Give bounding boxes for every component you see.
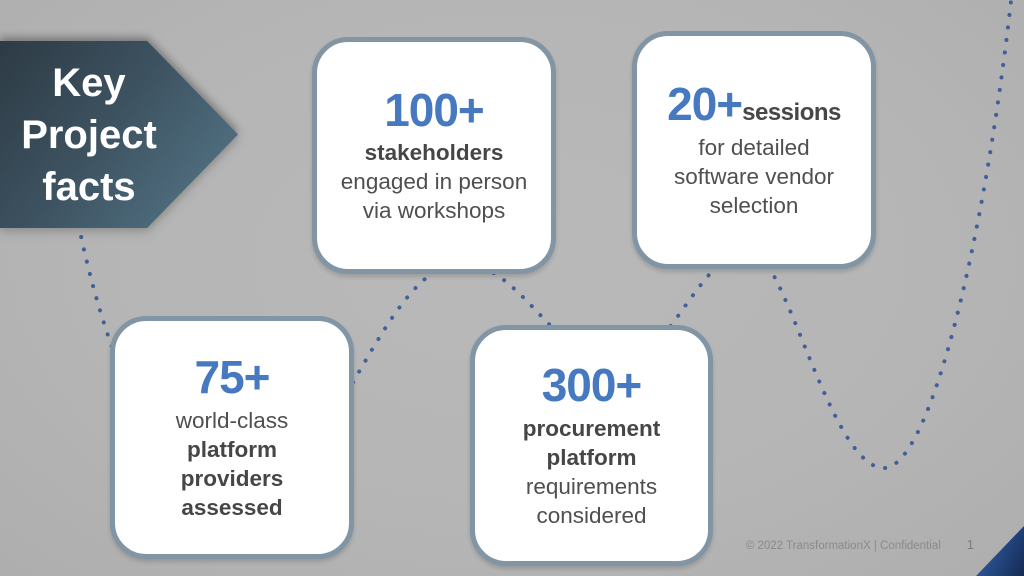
slide-title-line: facts [42,164,136,209]
fact-line: via workshops [362,198,506,224]
fact-line: platform [187,436,277,462]
fact-number: 75+ [194,351,270,404]
fact-line: considered [536,502,647,528]
fact-line: engaged in person [340,169,528,195]
slide-footer: © 2022 TransformationX | Confidential 1 [746,537,974,552]
fact-number: 20+ [667,78,743,131]
fact-line: procurement [522,415,661,441]
fact-card-requirements: 300+ procurement platform requirements c… [470,325,713,566]
fact-line: world-class [175,407,289,433]
fact-line: requirements [525,473,658,499]
fact-line: assessed [181,494,283,520]
fact-number-row: 20+ sessions [667,78,841,131]
fact-line: for detailed [698,134,810,160]
title-arrow-gradient: Key Project facts [0,41,238,228]
fact-line: platform [546,444,637,470]
fact-card-providers: 75+ world-class platform providers asses… [110,316,354,559]
fact-number: 100+ [384,83,485,136]
fact-card-stakeholders: 100+ stakeholders engaged in person via … [312,37,556,274]
slide-title: Key Project facts [0,57,178,213]
fact-card-sessions: 20+ sessions for detailed software vendo… [632,31,876,269]
fact-line: providers [180,465,284,491]
page-number: 1 [966,537,974,552]
fact-number-suffix: sessions [742,99,841,127]
slide-title-line: Project [21,112,157,157]
fact-line: software vendor [673,163,835,189]
title-arrow-shape: Key Project facts [0,41,238,228]
fact-number: 300+ [541,359,643,412]
fact-line: selection [709,192,799,218]
slide-title-line: Key [52,60,126,105]
copyright-text: © 2022 TransformationX | Confidential [745,540,941,552]
fact-line: stakeholders [364,140,504,166]
